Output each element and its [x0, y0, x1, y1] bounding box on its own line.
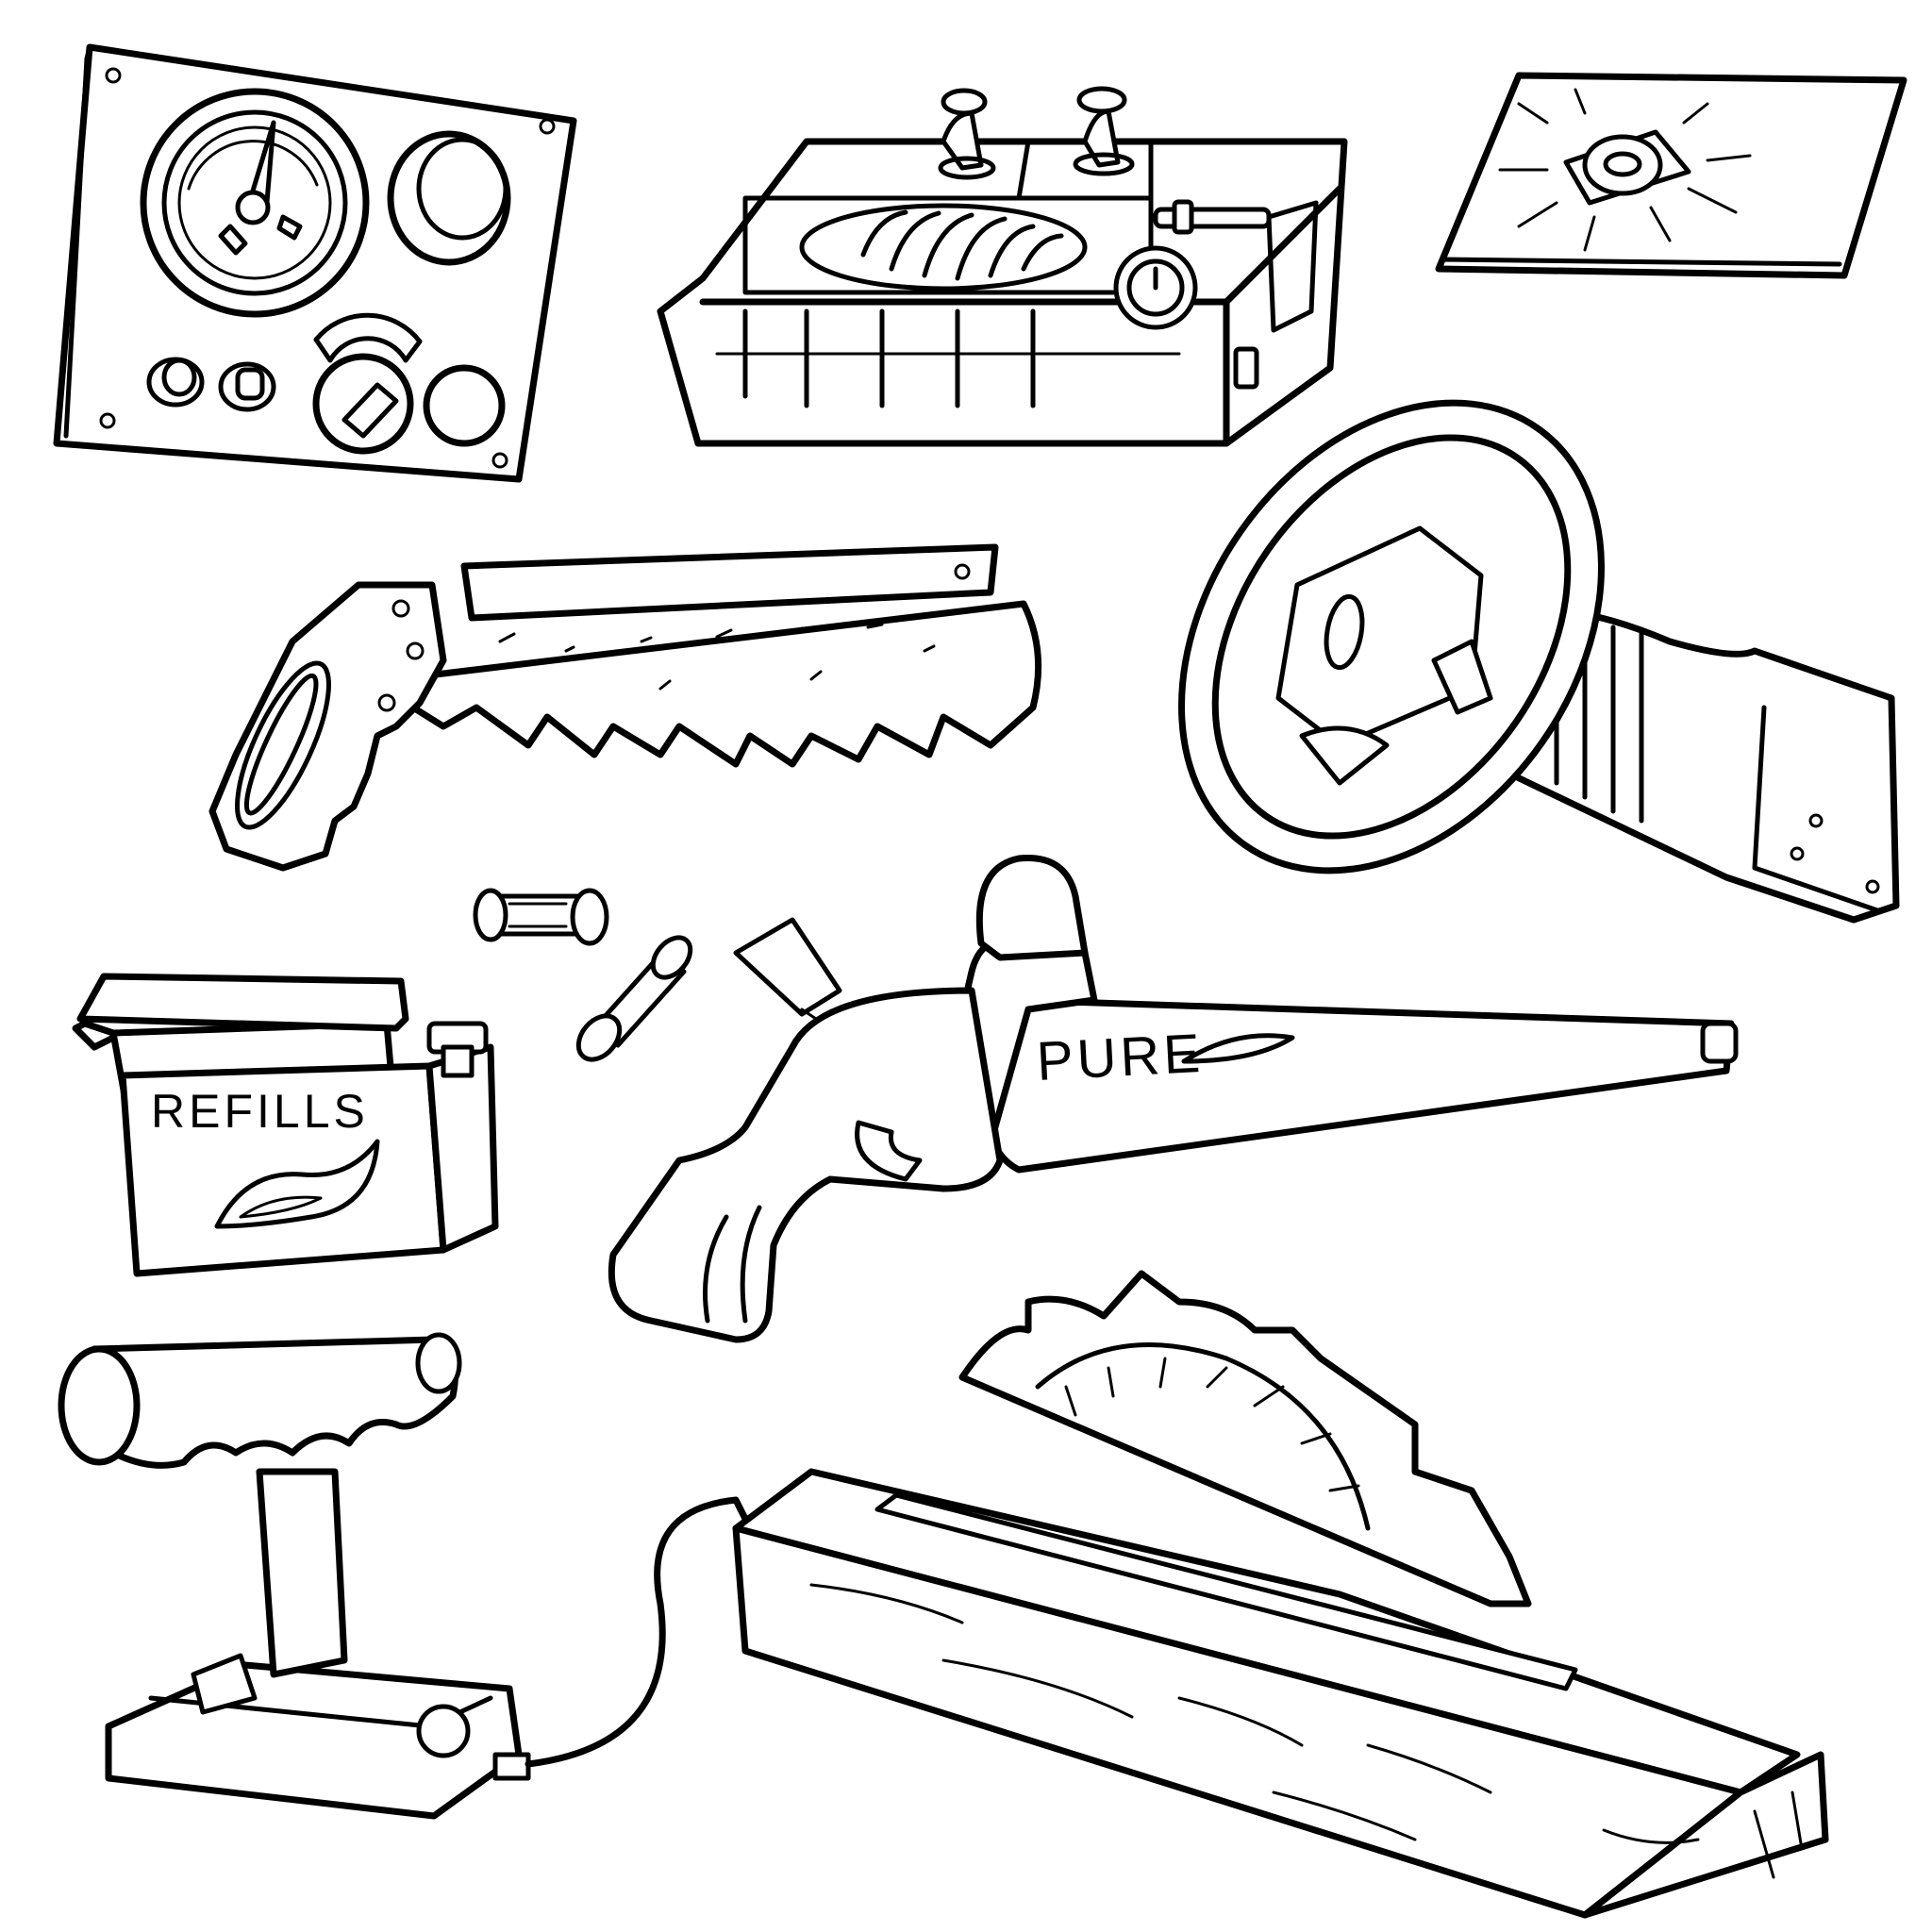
- hand-saw: [208, 543, 1042, 872]
- vent-icon: [799, 203, 1088, 291]
- dial-icon: [312, 312, 423, 455]
- key-row: [715, 308, 1181, 408]
- pure-gun-label: PURE: [1035, 1023, 1205, 1092]
- power-button-icon: [1113, 245, 1198, 330]
- button-icon: [423, 364, 506, 447]
- gauge-icon: [140, 88, 370, 318]
- vial-icon: [473, 888, 609, 946]
- refill-box-label: REFILLS: [151, 1085, 369, 1138]
- pure-saw-gun: PURE: [608, 855, 1739, 1343]
- knob-icon: [387, 130, 511, 266]
- cap-icon: [733, 917, 842, 1030]
- flame-logo-icon: [214, 1139, 380, 1229]
- toggle-switch-icon: [146, 357, 276, 412]
- flame-logo-icon: [1181, 1033, 1295, 1064]
- refill-vials: [473, 888, 842, 1062]
- joystick-icon: [938, 86, 1135, 180]
- joystick-console: [657, 86, 1348, 447]
- vial-icon: [575, 935, 693, 1062]
- lever-switch: [58, 1332, 749, 1820]
- cable: [525, 1496, 749, 1768]
- table-saw: [732, 1270, 1829, 1919]
- floor-plate: [1435, 72, 1907, 279]
- control-panel: [53, 43, 577, 483]
- refill-box: REFILLS: [72, 973, 499, 1277]
- steering-wheel-hose: [1178, 399, 1900, 924]
